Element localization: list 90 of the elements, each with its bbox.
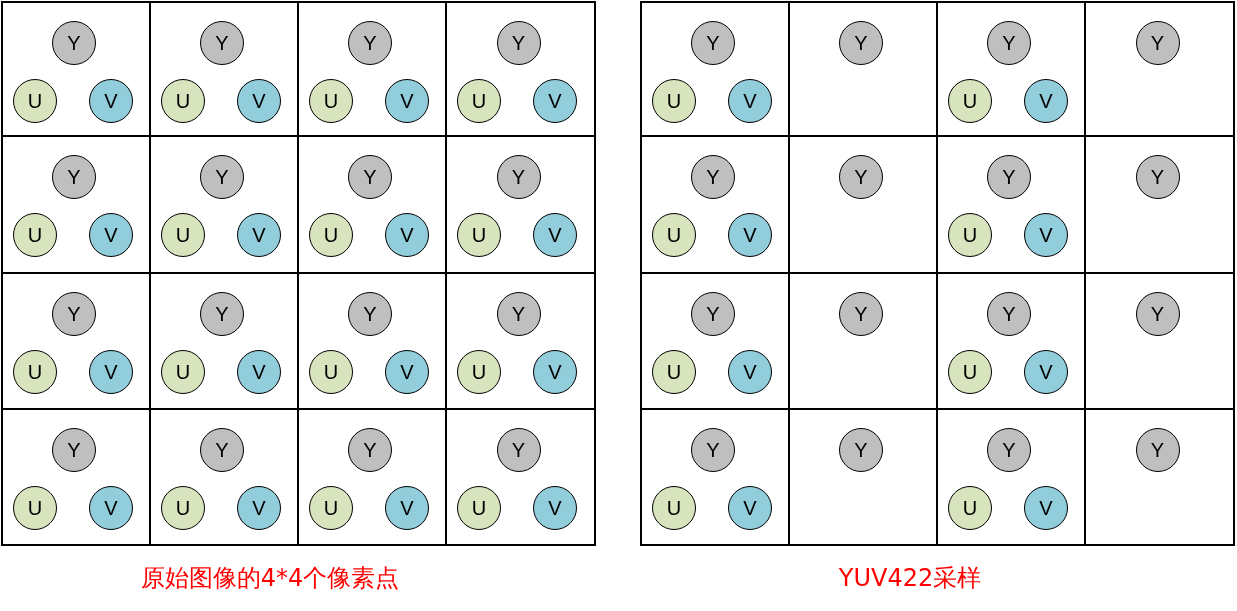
sample-circle: V — [1024, 350, 1068, 394]
sample-circle: U — [161, 213, 205, 257]
sample-circle: Y — [691, 292, 735, 336]
sample-circle: U — [13, 350, 57, 394]
sample-circle: V — [385, 79, 429, 123]
sample-circle: Y — [839, 292, 883, 336]
sample-circle: V — [89, 213, 133, 257]
sample-circle: Y — [1135, 292, 1180, 336]
sample-circle: Y — [496, 155, 541, 199]
sample-circle: U — [13, 213, 57, 257]
sample-circle: Y — [52, 155, 96, 199]
sample-circle: Y — [348, 428, 392, 472]
pixel-cell — [1084, 1, 1235, 137]
sample-circle: U — [161, 79, 205, 123]
sample-circle: V — [728, 350, 772, 394]
sample-circle: U — [309, 79, 353, 123]
sample-circle: V — [1024, 486, 1068, 530]
sample-circle: V — [89, 350, 133, 394]
sample-circle: V — [385, 350, 429, 394]
sample-circle: Y — [52, 21, 96, 65]
sample-circle: U — [457, 486, 501, 530]
sample-circle: V — [728, 486, 772, 530]
sample-circle: Y — [839, 21, 883, 65]
sample-circle: U — [948, 213, 992, 257]
sample-circle: Y — [348, 155, 392, 199]
caption: 原始图像的4*4个像素点 — [140, 563, 400, 594]
sample-circle: V — [237, 350, 281, 394]
sample-circle: U — [948, 486, 992, 530]
sample-circle: U — [457, 79, 501, 123]
pixel-cell — [1, 408, 151, 546]
sample-circle: Y — [348, 292, 392, 336]
sample-circle: U — [652, 350, 696, 394]
sample-circle: V — [533, 350, 577, 394]
sample-circle: U — [457, 213, 501, 257]
sample-circle: Y — [987, 155, 1031, 199]
sample-circle: V — [385, 486, 429, 530]
sample-circle: Y — [52, 428, 96, 472]
sample-circle: V — [728, 79, 772, 123]
sample-circle: U — [652, 213, 696, 257]
sample-circle: U — [948, 79, 992, 123]
pixel-cell — [640, 408, 790, 546]
pixel-cell — [445, 408, 596, 546]
sample-circle: Y — [839, 155, 883, 199]
sample-circle: Y — [496, 428, 541, 472]
sample-circle: Y — [691, 155, 735, 199]
sample-circle: V — [533, 213, 577, 257]
sample-circle: V — [728, 213, 772, 257]
pixel-cell — [1, 1, 151, 137]
sample-circle: Y — [200, 155, 244, 199]
caption: YUV422采样 — [838, 563, 982, 594]
sample-circle: V — [385, 213, 429, 257]
sample-circle: Y — [52, 292, 96, 336]
sample-circle: U — [13, 79, 57, 123]
sample-circle: Y — [496, 292, 541, 336]
sample-circle: Y — [1135, 21, 1180, 65]
sample-circle: Y — [200, 21, 244, 65]
sample-circle: Y — [348, 21, 392, 65]
sample-circle: U — [652, 79, 696, 123]
sample-circle: U — [161, 350, 205, 394]
sample-circle: V — [1024, 213, 1068, 257]
sample-circle: V — [89, 79, 133, 123]
sample-circle: Y — [496, 21, 541, 65]
sample-circle: Y — [839, 428, 883, 472]
sample-circle: Y — [200, 292, 244, 336]
sample-circle: U — [13, 486, 57, 530]
pixel-cell — [640, 1, 790, 137]
sample-circle: V — [1024, 79, 1068, 123]
sample-circle: U — [948, 350, 992, 394]
sample-circle: Y — [691, 21, 735, 65]
sample-circle: Y — [987, 428, 1031, 472]
sample-circle: Y — [987, 21, 1031, 65]
sample-circle: U — [457, 350, 501, 394]
sample-circle: V — [89, 486, 133, 530]
sample-circle: V — [533, 486, 577, 530]
sample-circle: U — [309, 486, 353, 530]
sample-circle: Y — [691, 428, 735, 472]
sample-circle: V — [237, 486, 281, 530]
sample-circle: Y — [987, 292, 1031, 336]
sample-circle: V — [237, 79, 281, 123]
sample-circle: U — [652, 486, 696, 530]
sample-circle: V — [533, 79, 577, 123]
sample-circle: Y — [200, 428, 244, 472]
pixel-cell — [445, 1, 596, 137]
sample-circle: Y — [1135, 428, 1180, 472]
sample-circle: V — [237, 213, 281, 257]
pixel-cell — [1084, 408, 1235, 546]
sample-circle: U — [309, 213, 353, 257]
sample-circle: U — [309, 350, 353, 394]
sample-circle: U — [161, 486, 205, 530]
sample-circle: Y — [1135, 155, 1180, 199]
